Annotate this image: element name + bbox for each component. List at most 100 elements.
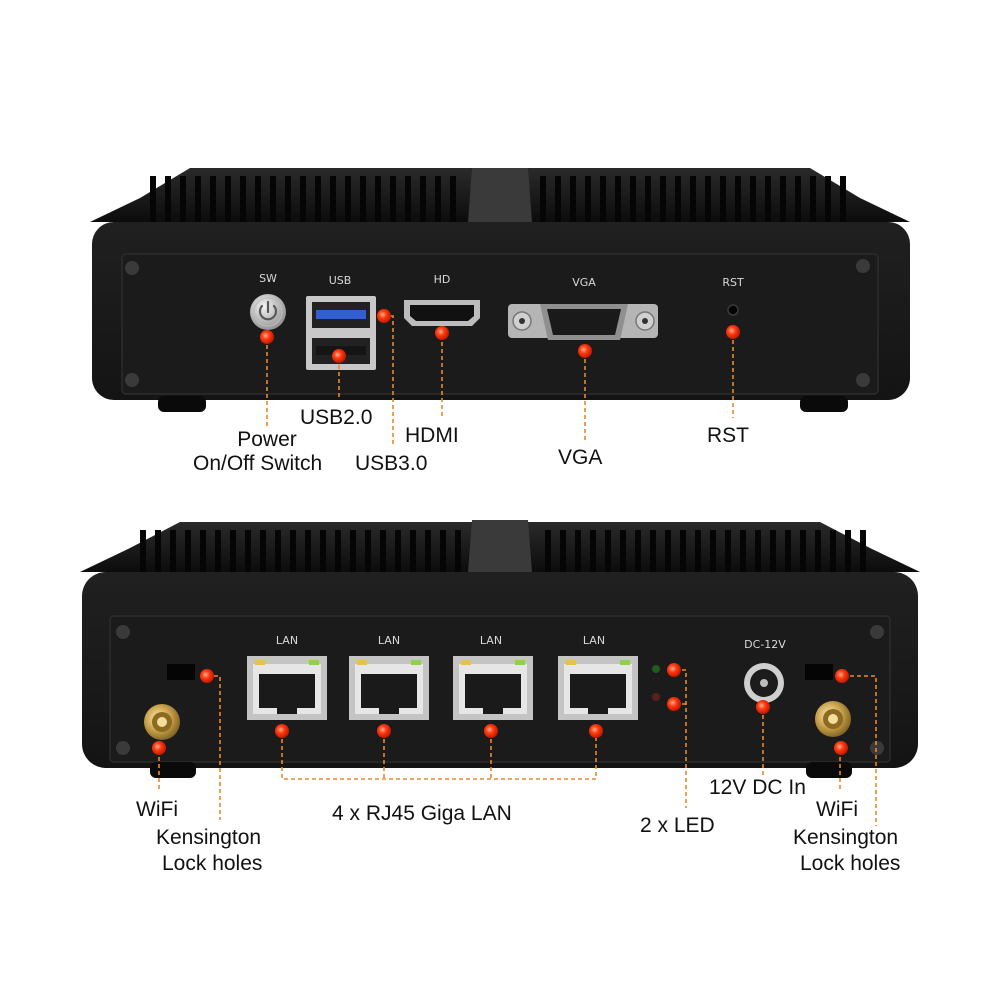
heatsink-fin [320, 530, 326, 572]
lan-ports [247, 656, 638, 720]
silk-label-lan-3: LAN [480, 634, 502, 647]
heatsink-fin [155, 530, 161, 572]
silk-label-sw: SW [259, 272, 277, 285]
heatsink-fin [375, 176, 381, 222]
heatsink-fin [800, 530, 806, 572]
heatsink-fin [590, 530, 596, 572]
silk-label-lan-2: LAN [378, 634, 400, 647]
marker-dot-icon [260, 330, 274, 344]
rear-unit: LAN LAN LAN LAN DC-12V [80, 520, 920, 826]
marker-dot-icon [200, 669, 214, 683]
callout-kensington-left-line1: Kensington [156, 826, 262, 849]
screw-icon [870, 741, 884, 755]
callout-usb3: USB3.0 [355, 452, 428, 475]
heatsink-fin [165, 176, 171, 222]
heatsink-fin [705, 176, 711, 222]
heatsink-fin [440, 530, 446, 572]
lan-port-2[interactable] [349, 656, 429, 720]
screw-icon [856, 373, 870, 387]
heatsink-fin [795, 176, 801, 222]
heatsink-fin [335, 530, 341, 572]
screw-icon [870, 625, 884, 639]
heatsink-fin [665, 530, 671, 572]
heatsink-fin [300, 176, 306, 222]
heatsink-fin [290, 530, 296, 572]
vga-port[interactable] [508, 304, 658, 340]
heatsink-fin [860, 530, 866, 572]
kensington-slot-right [805, 664, 833, 680]
power-button[interactable] [250, 294, 286, 330]
heatsink-fin [150, 176, 156, 222]
heatsink-fin [245, 530, 251, 572]
rear-foot [150, 762, 196, 778]
callout-kensington-right-line1: Kensington [793, 826, 899, 849]
marker-dot-icon [377, 724, 391, 738]
dc-jack[interactable] [744, 663, 784, 703]
heatsink-fin [210, 176, 216, 222]
silk-label-lan-1: LAN [276, 634, 298, 647]
heatsink-fin [230, 530, 236, 572]
heatsink-fin [215, 530, 221, 572]
heatsink-fin [455, 530, 461, 572]
marker-dot-icon [834, 741, 848, 755]
heatsink-fin [410, 530, 416, 572]
heatsink-fin [755, 530, 761, 572]
heatsink-fin [710, 530, 716, 572]
heatsink-fin [200, 530, 206, 572]
marker-dot-icon [667, 697, 681, 711]
screw-icon [856, 259, 870, 273]
heatsink-fin [140, 530, 146, 572]
lan-port-1[interactable] [247, 656, 327, 720]
front-foot [800, 396, 848, 412]
heatsink-fin [275, 530, 281, 572]
marker-dot-icon [275, 724, 289, 738]
wifi-antenna-left[interactable] [144, 704, 180, 740]
heatsink-fin [575, 530, 581, 572]
wifi-antenna-right[interactable] [815, 701, 851, 737]
rear-center-channel [468, 520, 532, 572]
heatsink-fin [305, 530, 311, 572]
callout-rst: RST [707, 424, 749, 447]
heatsink-fin [650, 530, 656, 572]
front-center-channel [468, 168, 532, 222]
marker-dot-icon [589, 724, 603, 738]
lan-port-3[interactable] [453, 656, 533, 720]
heatsink-fin [720, 176, 726, 222]
heatsink-fin [635, 530, 641, 572]
kensington-slot-left [167, 664, 195, 680]
lan-port-4[interactable] [558, 656, 638, 720]
heatsink-fin [725, 530, 731, 572]
rear-markers [152, 663, 849, 755]
silk-label-dc: DC-12V [744, 638, 786, 651]
callout-wifi-left: WiFi [136, 798, 178, 821]
heatsink-fin [330, 176, 336, 222]
heatsink-fin [770, 530, 776, 572]
heatsink-fin [435, 176, 441, 222]
heatsink-fin [195, 176, 201, 222]
usb3-port[interactable] [316, 310, 366, 319]
heatsink-fin [695, 530, 701, 572]
heatsink-fin [425, 530, 431, 572]
screw-icon [116, 741, 130, 755]
heatsink-fin [765, 176, 771, 222]
status-led [652, 693, 660, 701]
heatsink-fin [395, 530, 401, 572]
callout-wifi-right: WiFi [816, 798, 858, 821]
heatsink-fin [690, 176, 696, 222]
heatsink-fin [815, 530, 821, 572]
heatsink-fin [345, 176, 351, 222]
front-markers [260, 309, 740, 363]
heatsink-fin [545, 530, 551, 572]
hdmi-port[interactable] [404, 300, 480, 326]
callout-vga: VGA [558, 446, 603, 469]
heatsink-fin [180, 176, 186, 222]
marker-dot-icon [377, 309, 391, 323]
heatsink-fin [605, 530, 611, 572]
silk-label-lan-4: LAN [583, 634, 605, 647]
heatsink-fin [570, 176, 576, 222]
heatsink-fin [660, 176, 666, 222]
reset-button[interactable] [727, 304, 739, 316]
marker-dot-icon [726, 325, 740, 339]
marker-dot-icon [332, 349, 346, 363]
heatsink-fin [740, 530, 746, 572]
